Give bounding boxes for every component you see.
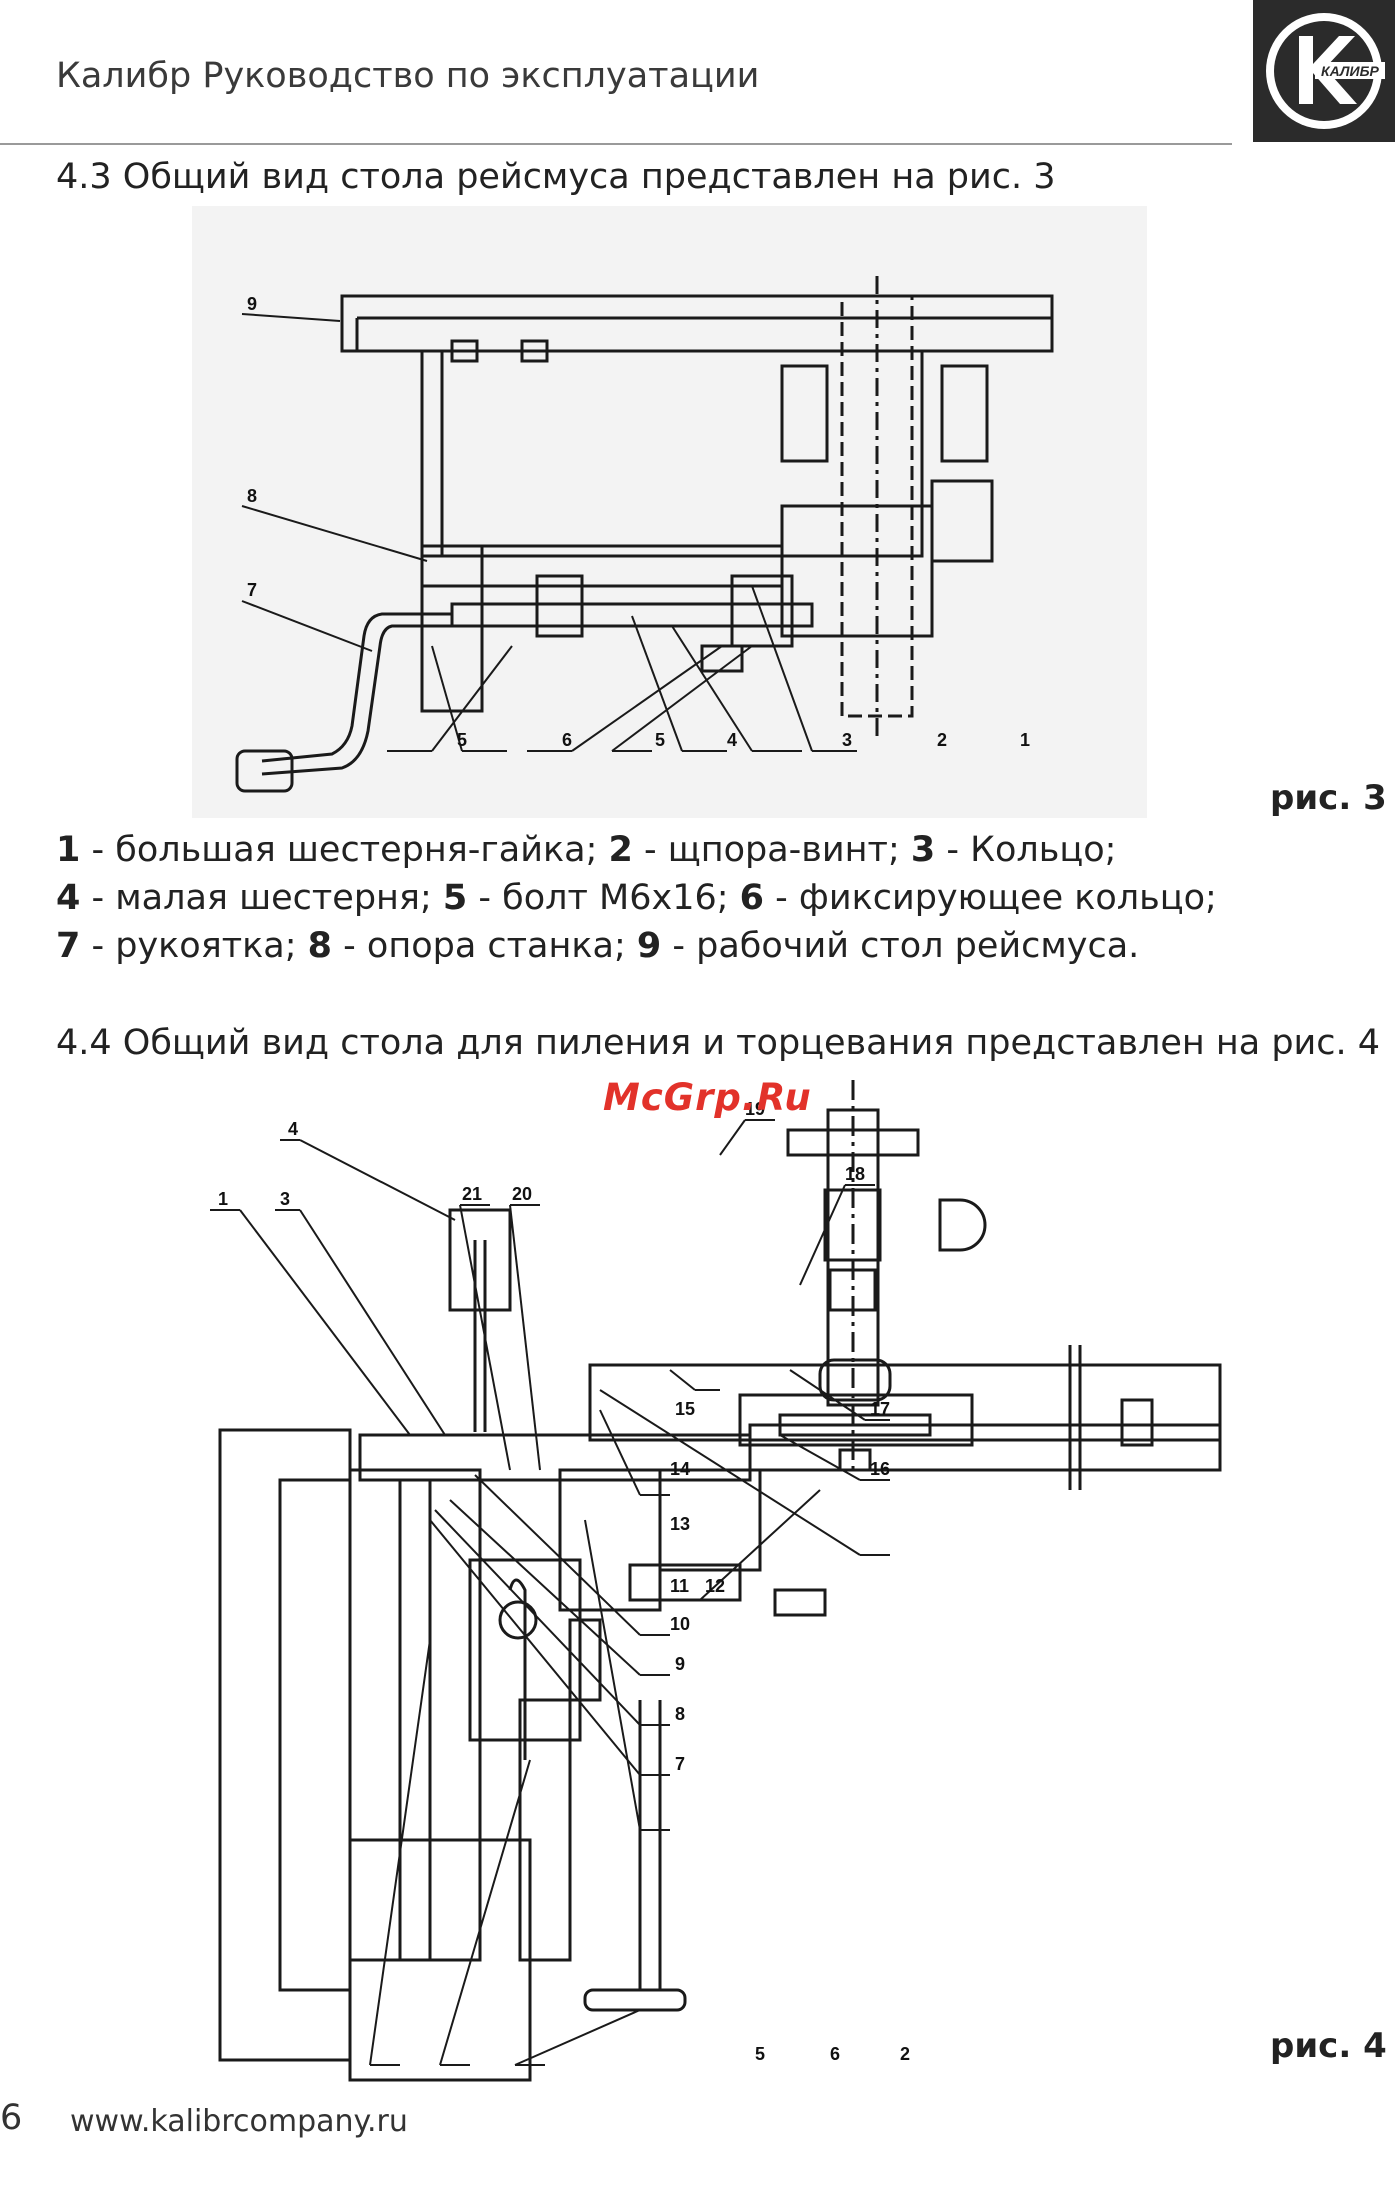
fig3-callout-6: 6 xyxy=(562,730,572,750)
figure-3-drawing: 9 8 7 5 6 5 4 3 2 1 xyxy=(192,206,1147,818)
fig4-callout-17: 17 xyxy=(870,1399,890,1419)
fig3-callout-2: 2 xyxy=(937,730,947,750)
fig3-callout-4: 4 xyxy=(727,730,737,750)
fig4-callout-19: 19 xyxy=(745,1099,765,1119)
fig4-callout-15: 15 xyxy=(675,1399,695,1419)
fig3-callout-5b: 5 xyxy=(655,730,665,750)
legend-text: - большая шестерня-гайка; xyxy=(80,830,609,870)
legend-text: - рукоятка; xyxy=(80,926,308,966)
legend-text: - фиксирующее кольцо; xyxy=(764,878,1217,918)
fig4-callout-12: 12 xyxy=(705,1576,725,1596)
fig4-callout-14: 14 xyxy=(670,1459,690,1479)
legend-num: 2 xyxy=(608,830,633,870)
figure-4-label: рис. 4 xyxy=(1270,2026,1387,2066)
legend-num: 6 xyxy=(739,878,765,918)
figure-3-label: рис. 3 xyxy=(1270,778,1387,818)
fig4-callout-6: 6 xyxy=(830,2044,840,2064)
legend-text: - малая шестерня; xyxy=(80,878,443,918)
fig4-callout-4: 4 xyxy=(288,1119,298,1139)
fig4-callout-5: 5 xyxy=(755,2044,765,2064)
legend-num: 5 xyxy=(442,878,468,918)
figure-3-legend: 1 - большая шестерня-гайка; 2 - щпора-ви… xyxy=(56,826,1217,970)
legend-text: - Кольцо; xyxy=(935,830,1117,870)
header-divider xyxy=(0,143,1232,145)
fig3-callout-8: 8 xyxy=(247,486,257,506)
fig3-callout-9: 9 xyxy=(247,294,257,314)
legend-line-1: 1 - большая шестерня-гайка; 2 - щпора-ви… xyxy=(56,826,1217,874)
svg-text:КАЛИБР: КАЛИБР xyxy=(1321,63,1379,79)
fig4-callout-20: 20 xyxy=(512,1184,532,1204)
legend-num: 9 xyxy=(636,926,662,966)
section-4-4-heading: 4.4 Общий вид стола для пиления и торцев… xyxy=(56,1023,1381,1063)
fig4-callout-10: 10 xyxy=(670,1614,690,1634)
header-title: Калибр Руководство по эксплуатации xyxy=(56,56,760,96)
fig4-callout-9: 9 xyxy=(675,1654,685,1674)
fig4-callout-18: 18 xyxy=(845,1164,865,1184)
watermark: McGrp.Ru xyxy=(603,1076,812,1119)
fig4-callout-16: 16 xyxy=(870,1459,890,1479)
legend-num: 7 xyxy=(56,926,81,966)
legend-num: 4 xyxy=(56,878,81,918)
fig4-callout-1: 1 xyxy=(218,1189,228,1209)
fig4-callout-13: 13 xyxy=(670,1514,690,1534)
legend-num: 3 xyxy=(910,830,936,870)
figure-4-drawing: 4 19 1 3 21 20 18 15 17 14 16 13 11 12 1… xyxy=(210,1080,1222,2082)
website-link[interactable]: www.kalibrcompany.ru xyxy=(70,2104,408,2139)
section-4-3-heading: 4.3 Общий вид стола рейсмуса представлен… xyxy=(56,157,1056,197)
legend-text: - опора станка; xyxy=(332,926,637,966)
fig3-callout-3: 3 xyxy=(842,730,852,750)
fig4-callout-7: 7 xyxy=(675,1754,685,1774)
legend-num: 8 xyxy=(307,926,333,966)
fig4-callout-21: 21 xyxy=(462,1184,482,1204)
page-number: 6 xyxy=(0,2098,23,2138)
legend-line-2: 4 - малая шестерня; 5 - болт М6х16; 6 - … xyxy=(56,874,1217,922)
fig4-callout-11: 11 xyxy=(670,1576,689,1596)
fig4-callout-2: 2 xyxy=(900,2044,910,2064)
fig4-callout-3: 3 xyxy=(280,1189,290,1209)
legend-text: - рабочий стол рейсмуса. xyxy=(661,926,1140,966)
fig4-callout-8: 8 xyxy=(675,1704,685,1724)
kalibr-logo: КАЛИБР xyxy=(1253,0,1395,142)
legend-text: - болт М6х16; xyxy=(467,878,740,918)
fig3-callout-7: 7 xyxy=(247,580,257,600)
fig3-callout-1: 1 xyxy=(1020,730,1030,750)
legend-line-3: 7 - рукоятка; 8 - опора станка; 9 - рабо… xyxy=(56,922,1217,970)
legend-text: - щпора-винт; xyxy=(632,830,911,870)
fig3-callout-5a: 5 xyxy=(457,730,467,750)
legend-num: 1 xyxy=(56,830,81,870)
